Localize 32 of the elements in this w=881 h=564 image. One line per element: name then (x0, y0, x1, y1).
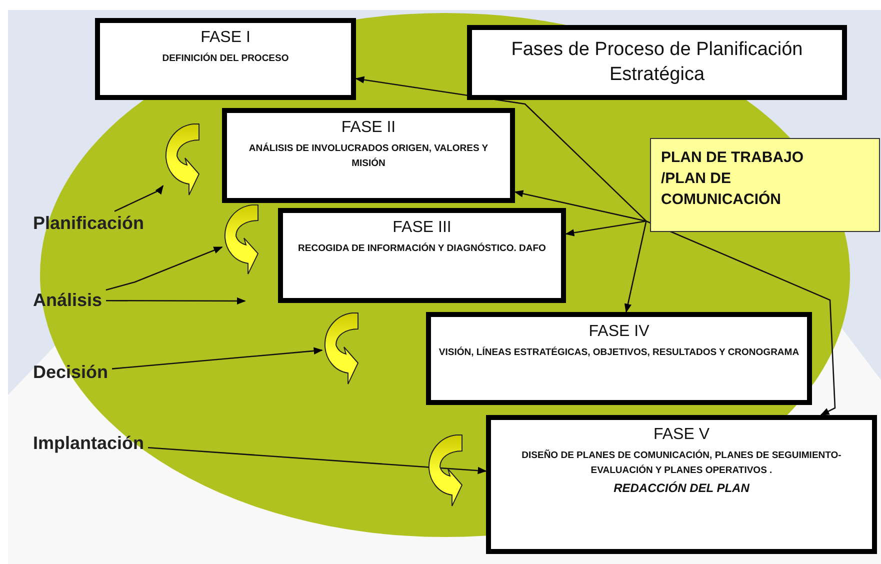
phase-heading: FASE III (392, 219, 452, 237)
arrow (624, 220, 647, 313)
arrow (114, 185, 164, 212)
phase-box (426, 312, 812, 405)
phase-description: VISIÓN, LÍNEAS ESTRATÉGICAS, OBJETIVOS, RESULTADOS Y CRONOGRAMA (438, 346, 800, 360)
arrow (565, 220, 646, 236)
phase-heading: FASE I (200, 29, 252, 47)
note-box: PLAN DE TRABAJO /PLAN DE COMUNICACIÓN (650, 138, 880, 232)
arrow (112, 347, 323, 370)
phase-heading: FASE IV (588, 323, 650, 341)
arrow (148, 446, 487, 474)
phase-box (486, 415, 877, 554)
arrow (646, 220, 836, 416)
curved-arrow-icon (222, 203, 260, 276)
phase-description: DISEÑO DE PLANES DE COMUNICACIÓN, PLANES DE SEGUIMIENTO- EVALUACIÓN Y PLANES OPERATIVOS . (520, 448, 842, 478)
arrow (355, 76, 647, 222)
arrow (106, 297, 246, 305)
arrow (106, 246, 223, 291)
title-box: Fases de Proceso de Planificación Estratégica (467, 25, 847, 100)
phase-note: REDACCIÓN DEL PLAN (612, 481, 750, 496)
curved-arrow-icon (426, 433, 464, 508)
phase-box (278, 208, 566, 303)
phase-description: DEFINICIÓN DEL PROCESO (161, 52, 290, 66)
arrow (514, 190, 646, 222)
phase-description: ANÁLISIS DE INVOLUCRADOS ORIGEN, VALORES Y MISIÓN (248, 142, 490, 172)
curved-arrow-icon (322, 311, 360, 386)
curved-arrow-icon (163, 122, 201, 197)
phase-heading: FASE II (340, 119, 397, 137)
phase-box (222, 108, 515, 203)
phase-heading: FASE V (652, 426, 711, 444)
phase-description: RECOGIDA DE INFORMACIÓN Y DIAGNÓSTICO. DAFO (297, 242, 547, 256)
phase-box (95, 18, 356, 100)
